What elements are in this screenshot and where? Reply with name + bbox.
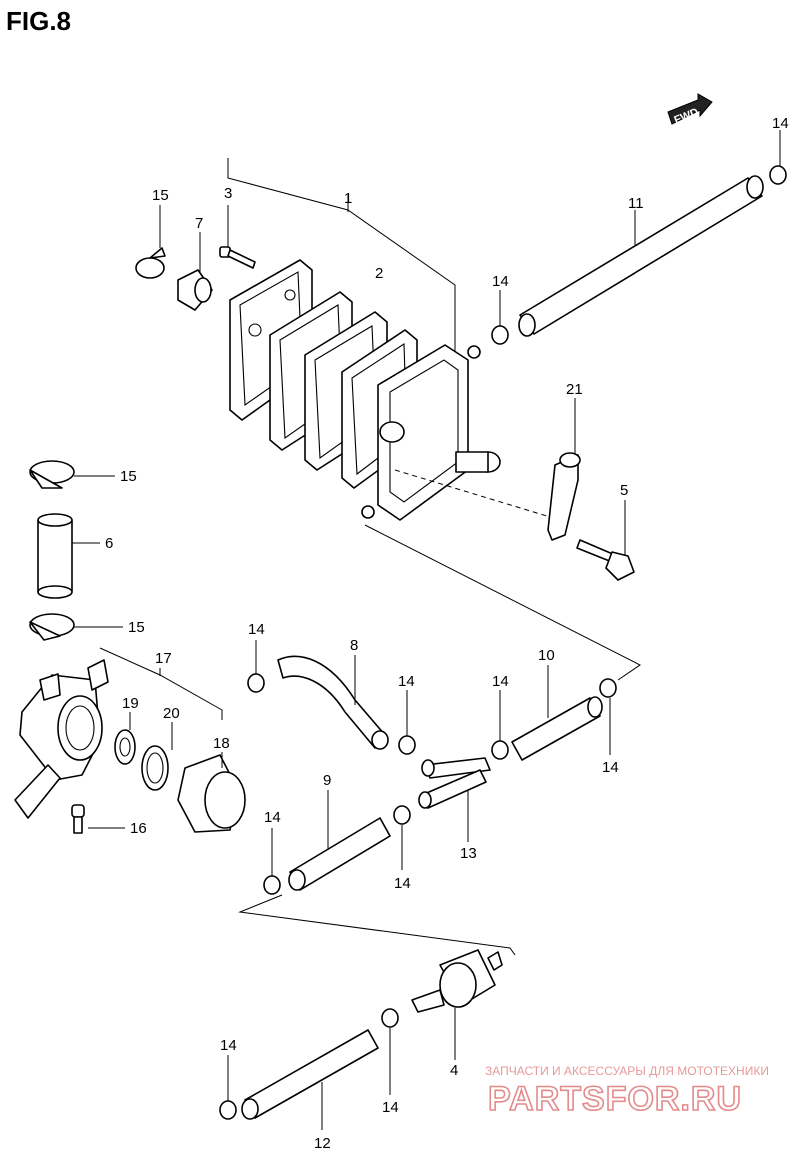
callout-14-e: 14 bbox=[492, 673, 509, 690]
clip-15-mid bbox=[29, 460, 115, 489]
callout-7: 7 bbox=[195, 215, 203, 232]
callout-11: 11 bbox=[628, 195, 644, 212]
callout-14-a: 14 bbox=[772, 115, 789, 132]
bracket-21 bbox=[547, 398, 581, 541]
connector-13 bbox=[418, 757, 491, 842]
hose-12 bbox=[241, 1029, 379, 1130]
watermark: ЗАПЧАСТИ И АКСЕССУАРЫ ДЛЯ МОТОТЕХНИКИ PA… bbox=[485, 1064, 769, 1119]
fuel-filter-4 bbox=[411, 949, 503, 1060]
callout-14-i: 14 bbox=[220, 1037, 237, 1054]
callout-20: 20 bbox=[163, 705, 180, 722]
callout-1: 1 bbox=[344, 190, 352, 207]
callout-14-h: 14 bbox=[394, 875, 411, 892]
callout-12: 12 bbox=[314, 1135, 331, 1152]
screw-3 bbox=[219, 205, 256, 269]
hose-11 bbox=[518, 175, 764, 337]
clip-15-low bbox=[29, 613, 123, 641]
callout-14-g: 14 bbox=[264, 809, 281, 826]
clip-14-b bbox=[247, 640, 416, 755]
element-19 bbox=[114, 712, 136, 765]
filter-housing-17 bbox=[14, 647, 223, 819]
bolt-5 bbox=[576, 500, 635, 581]
figure-title: FIG.8 bbox=[6, 6, 71, 36]
watermark-tagline: ЗАПЧАСТИ И АКСЕССУАРЫ ДЛЯ МОТОТЕХНИКИ bbox=[485, 1064, 769, 1078]
hose-10 bbox=[511, 665, 603, 761]
callout-9: 9 bbox=[323, 772, 331, 789]
cap-7 bbox=[177, 232, 213, 311]
callout-14-j: 14 bbox=[382, 1099, 399, 1116]
clip-14-d bbox=[263, 805, 411, 895]
o-ring-20 bbox=[141, 722, 173, 791]
fwd-arrow-icon: FWD bbox=[667, 93, 713, 127]
callout-6: 6 bbox=[105, 535, 113, 552]
callout-5: 5 bbox=[620, 482, 628, 499]
callout-14-b: 14 bbox=[492, 273, 509, 290]
callout-13: 13 bbox=[460, 845, 477, 862]
callout-8: 8 bbox=[350, 637, 358, 654]
callout-3: 3 bbox=[224, 185, 232, 202]
clip-15-top bbox=[135, 205, 166, 279]
screw-16 bbox=[71, 804, 125, 834]
callout-14-f: 14 bbox=[602, 759, 619, 776]
callout-14-c: 14 bbox=[248, 621, 265, 638]
callout-18: 18 bbox=[213, 735, 230, 752]
callout-10: 10 bbox=[538, 647, 555, 664]
callout-16: 16 bbox=[130, 820, 147, 837]
cup-18 bbox=[177, 752, 246, 833]
callout-15-a: 15 bbox=[152, 187, 169, 204]
callout-14-d: 14 bbox=[398, 673, 415, 690]
callout-4: 4 bbox=[450, 1062, 458, 1079]
watermark-brand: PARTSFOR.RU bbox=[488, 1080, 742, 1118]
fuel-pump-assembly bbox=[227, 158, 561, 521]
callout-19: 19 bbox=[122, 695, 139, 712]
callout-17: 17 bbox=[155, 650, 172, 667]
callout-15-c: 15 bbox=[128, 619, 145, 636]
callout-21: 21 bbox=[566, 381, 583, 398]
clip-14-c bbox=[491, 678, 617, 760]
clip-14-e bbox=[219, 1008, 399, 1120]
hose-6 bbox=[37, 513, 100, 599]
hose-8 bbox=[277, 655, 389, 750]
hose-9 bbox=[288, 790, 391, 891]
callout-2: 2 bbox=[375, 265, 383, 282]
clip-14-a bbox=[491, 130, 787, 345]
callout-15-b: 15 bbox=[120, 468, 137, 485]
